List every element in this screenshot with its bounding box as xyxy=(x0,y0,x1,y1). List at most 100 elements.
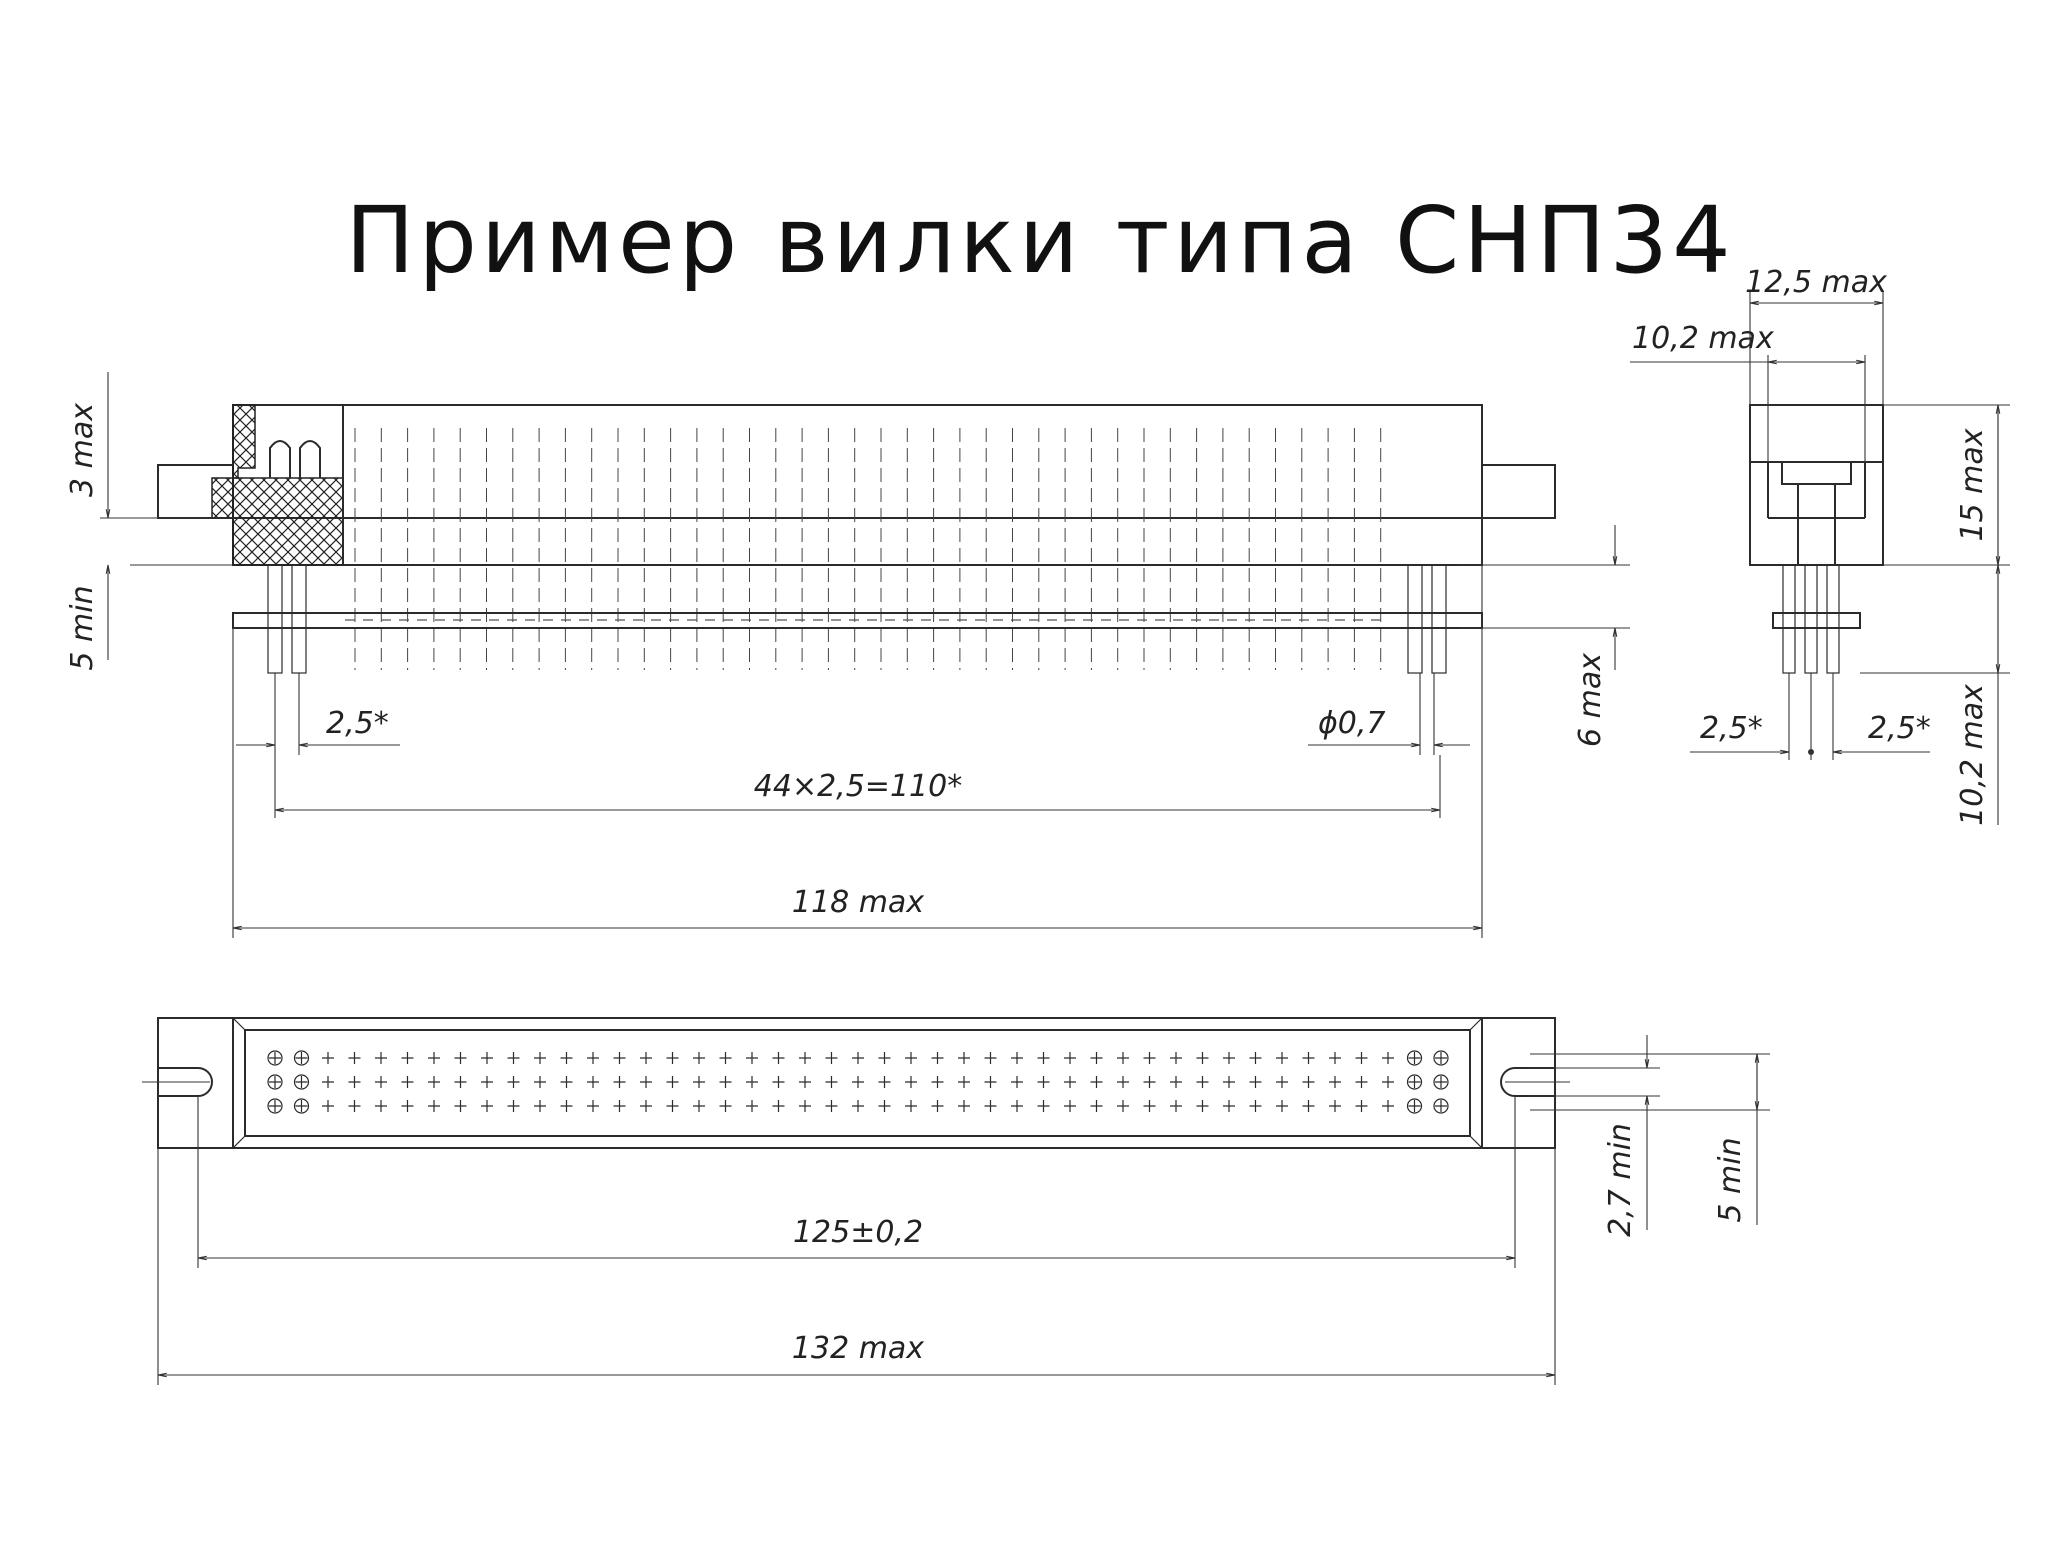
contact-position xyxy=(666,1100,679,1112)
contact-position xyxy=(322,1100,334,1112)
contact-position xyxy=(931,1100,944,1112)
contact-position xyxy=(1408,1052,1421,1064)
contact-position xyxy=(587,1052,599,1064)
contact-position xyxy=(375,1076,387,1088)
dim-132max: 132 max xyxy=(792,1331,924,1366)
contact-position xyxy=(481,1100,493,1112)
contact-position xyxy=(1011,1076,1023,1088)
contact-position xyxy=(905,1076,917,1088)
contact-position xyxy=(905,1100,917,1112)
contact-position xyxy=(666,1052,679,1064)
contact-position xyxy=(825,1076,838,1088)
contact-position xyxy=(825,1052,838,1064)
contact-position xyxy=(454,1100,467,1112)
contact-position xyxy=(507,1100,520,1112)
contact-position xyxy=(1302,1100,1315,1112)
contact-position xyxy=(1037,1076,1050,1088)
contact-position xyxy=(799,1076,811,1088)
contact-position xyxy=(348,1100,361,1112)
contact-position xyxy=(560,1052,573,1064)
contact-position xyxy=(719,1052,732,1064)
contact-hole xyxy=(293,1050,310,1066)
contact-position xyxy=(1223,1052,1235,1064)
contact-position xyxy=(1064,1076,1076,1088)
dim-2-5-side-a: 2,5* xyxy=(1700,711,1763,746)
contact-position xyxy=(746,1052,758,1064)
contact-position xyxy=(1196,1100,1209,1112)
contact-position xyxy=(1064,1052,1076,1064)
contact-position xyxy=(958,1100,970,1112)
contact-position xyxy=(1249,1076,1262,1088)
contact-position xyxy=(534,1076,546,1088)
contact-position xyxy=(1408,1076,1421,1088)
contact-position xyxy=(1435,1052,1447,1064)
contact-hole xyxy=(1406,1050,1423,1066)
contact-position xyxy=(507,1076,520,1088)
contact-position xyxy=(1196,1076,1209,1088)
side-view xyxy=(1749,404,1884,674)
contact-position xyxy=(719,1100,732,1112)
top-dimensions: 2,7 min 5 min 125±0,2 132 max xyxy=(157,1035,1770,1385)
contact-position xyxy=(401,1100,414,1112)
front-contact-lines xyxy=(354,428,1382,670)
contact-position xyxy=(878,1100,891,1112)
contact-position xyxy=(560,1100,573,1112)
contact-position xyxy=(1037,1100,1050,1112)
contact-position xyxy=(1302,1076,1315,1088)
contact-position xyxy=(428,1076,440,1088)
contact-position xyxy=(1011,1052,1023,1064)
contact-position xyxy=(269,1076,281,1088)
contact-position xyxy=(984,1052,997,1064)
contact-position xyxy=(666,1076,679,1088)
contact-position xyxy=(375,1100,387,1112)
contact-position xyxy=(1117,1052,1129,1064)
contact-position xyxy=(852,1100,864,1112)
dim-10-2max-top: 10,2 max xyxy=(1632,321,1774,356)
contact-position xyxy=(693,1052,705,1064)
contact-hole xyxy=(267,1074,283,1090)
contact-position xyxy=(1408,1100,1421,1112)
contact-position xyxy=(1382,1052,1394,1064)
front-body xyxy=(232,404,1483,566)
contact-position xyxy=(931,1052,944,1064)
contact-position xyxy=(348,1052,361,1064)
contact-position xyxy=(269,1100,281,1112)
contact-position xyxy=(1143,1076,1156,1088)
contact-position xyxy=(852,1076,864,1088)
contact-position xyxy=(905,1052,917,1064)
contact-position xyxy=(534,1052,546,1064)
dim-5min-bottom: 5 min xyxy=(1713,1137,1748,1222)
contact-position xyxy=(587,1100,599,1112)
contact-position xyxy=(428,1052,440,1064)
contact-position xyxy=(1355,1100,1368,1112)
front-view xyxy=(130,404,1556,674)
contact-position xyxy=(1170,1100,1182,1112)
contact-position xyxy=(746,1076,758,1088)
contact-position xyxy=(1382,1100,1394,1112)
contact-position xyxy=(772,1052,785,1064)
contact-position xyxy=(1143,1100,1156,1112)
contact-position xyxy=(984,1100,997,1112)
contact-position xyxy=(719,1076,732,1088)
contact-position xyxy=(1382,1076,1394,1088)
contact-position xyxy=(1355,1076,1368,1088)
contact-position xyxy=(878,1076,891,1088)
contact-position xyxy=(640,1100,652,1112)
contact-position xyxy=(1276,1100,1288,1112)
right-mount-slot xyxy=(1500,1067,1555,1097)
contact-position xyxy=(640,1076,652,1088)
contact-position xyxy=(507,1052,520,1064)
contact-hole xyxy=(1406,1098,1423,1114)
contact-position xyxy=(1276,1052,1288,1064)
contact-position xyxy=(1249,1052,1262,1064)
dim-2-7min: 2,7 min xyxy=(1603,1123,1638,1237)
contact-hole xyxy=(293,1098,310,1114)
contact-position xyxy=(375,1052,387,1064)
front-dimensions: 3 max 5 min 6 max 2,5* ϕ0,7 44×2,5=110* xyxy=(65,372,1630,938)
contact-position xyxy=(348,1076,361,1088)
contact-position xyxy=(401,1076,414,1088)
contact-position xyxy=(1223,1100,1235,1112)
contact-position xyxy=(295,1100,308,1112)
contact-position xyxy=(1037,1052,1050,1064)
